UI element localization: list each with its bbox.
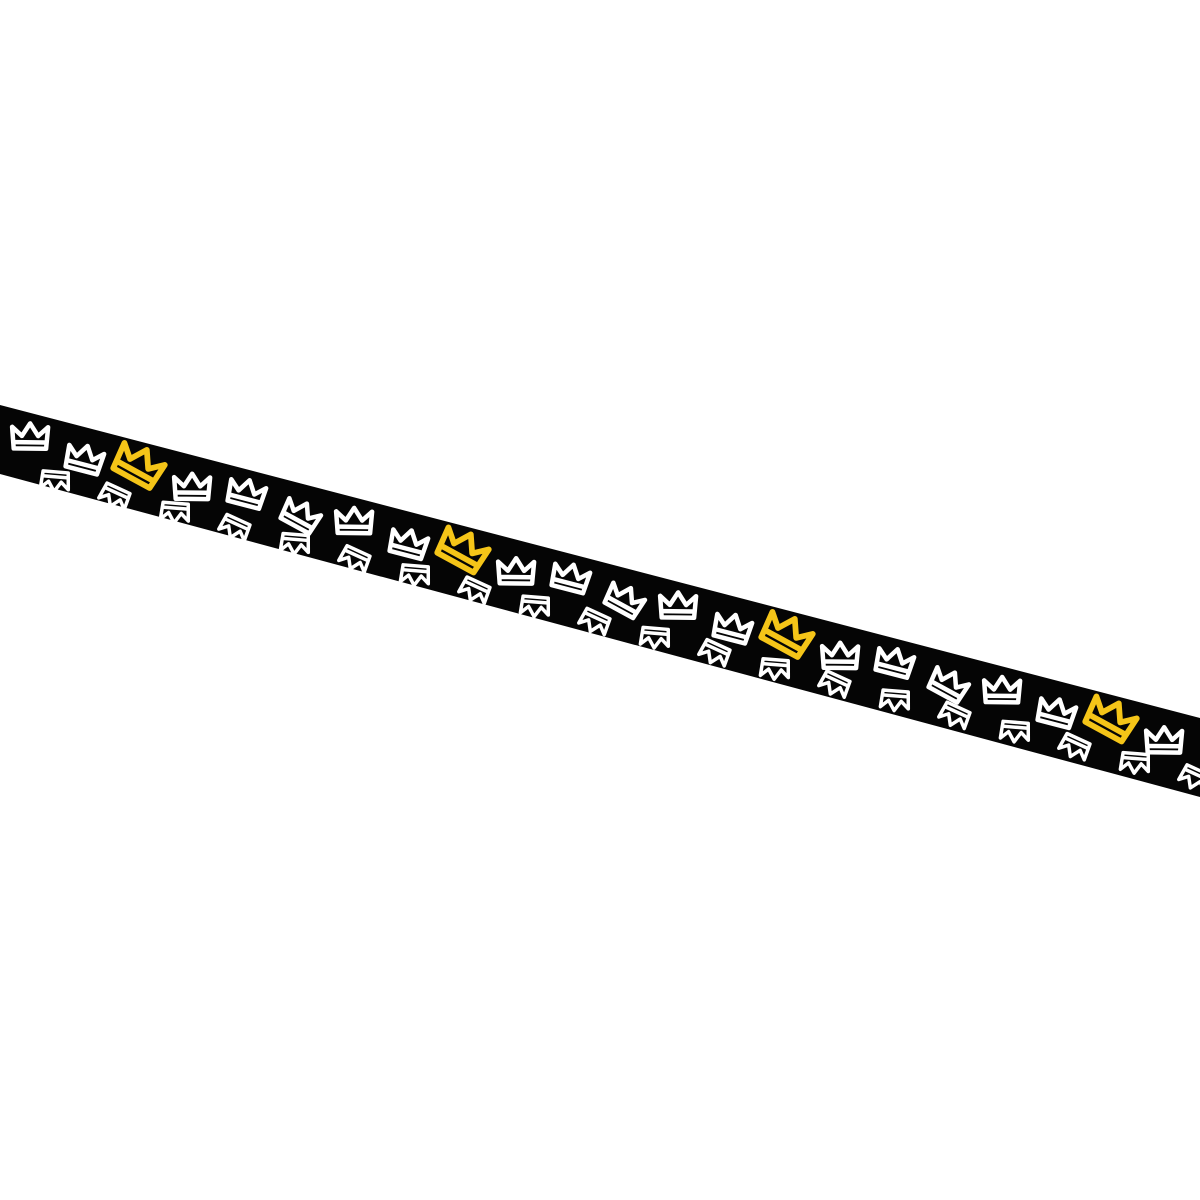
crown-icon [878, 688, 911, 713]
crown-icon [333, 505, 375, 536]
crown-icon [711, 611, 755, 646]
crown-icon [63, 442, 107, 477]
crown-icon [1057, 731, 1092, 762]
black-ribbon [0, 405, 1200, 797]
crown-icon [926, 664, 972, 705]
crown-icon [9, 421, 51, 452]
crown-icon [110, 439, 168, 491]
crown-icon [97, 481, 132, 512]
crown-icon [758, 608, 816, 660]
crown-icon [278, 531, 311, 556]
crown-icon [602, 580, 648, 621]
crown-icon [225, 476, 269, 511]
crown-icon [873, 645, 917, 680]
crown-icon [1118, 750, 1151, 775]
crown-icon [38, 469, 71, 494]
crown-icon [697, 637, 732, 668]
crown-icon [1177, 763, 1200, 793]
crown-icon [398, 563, 431, 588]
crown-icon [158, 500, 191, 525]
crown-icon [657, 590, 699, 621]
crown-icon [495, 555, 537, 586]
crown-icon [278, 495, 324, 536]
crown-icon [217, 512, 252, 543]
crown-icon [337, 543, 372, 574]
crown-icon [819, 640, 861, 671]
crown-icon [758, 656, 791, 682]
crown-icon [171, 471, 213, 502]
crown-icon [457, 575, 492, 606]
crown-icon [998, 719, 1031, 744]
crown-icon [549, 561, 593, 596]
crown-pattern [9, 421, 1200, 793]
crown-icon [981, 674, 1023, 705]
crown-icon [1143, 724, 1185, 755]
crown-icon [937, 700, 972, 731]
crown-icon [434, 524, 492, 576]
crown-icon [638, 625, 671, 650]
crown-icon [817, 669, 852, 700]
crown-icon [1082, 693, 1140, 745]
crown-icon [518, 594, 551, 619]
crown-icon [387, 527, 431, 562]
crown-icon [577, 606, 612, 637]
crown-icon [1035, 696, 1079, 731]
